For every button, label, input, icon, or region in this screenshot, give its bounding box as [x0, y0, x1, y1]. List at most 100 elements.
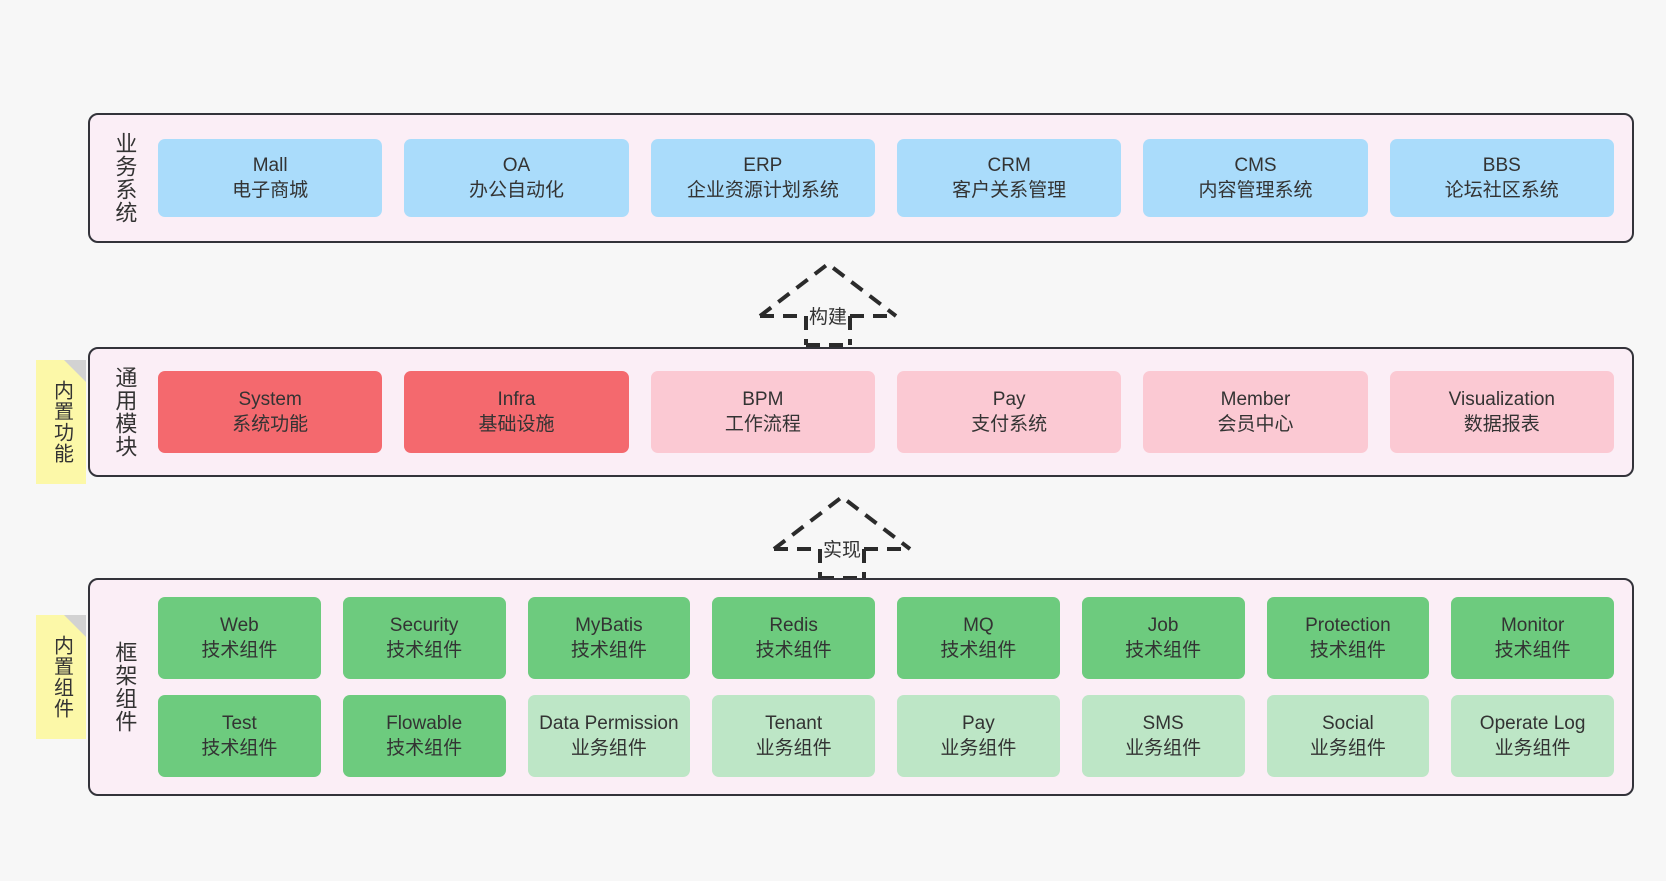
framework-card-web[interactable]: Web 技术组件: [158, 597, 321, 679]
card-title-cn: 技术组件: [1494, 640, 1571, 661]
layer-framework-components-title: 框架组件: [112, 641, 138, 733]
framework-card-job[interactable]: Job 技术组件: [1081, 597, 1245, 679]
card-title-cn: 内容管理系统: [1198, 180, 1313, 201]
card-title-en: OA: [502, 154, 531, 176]
card-title-en: Operate Log: [1479, 712, 1586, 734]
module-card-bpm[interactable]: BPM 工作流程: [650, 371, 875, 453]
framework-card-flowable[interactable]: Flowable 技术组件: [342, 695, 506, 777]
framework-card-sms[interactable]: SMS 业务组件: [1081, 695, 1245, 777]
card-title-cn: 客户关系管理: [952, 180, 1067, 201]
framework-card-pay[interactable]: Pay 业务组件: [897, 695, 1060, 777]
common-modules-row: System 系统功能 Infra 基础设施 BPM 工作流程 Pay 支付系统…: [158, 371, 1614, 453]
layer-common-modules-title: 通用模块: [112, 366, 138, 458]
card-title-en: Member: [1220, 388, 1291, 410]
card-title-cn: 企业资源计划系统: [686, 180, 839, 201]
business-card-erp[interactable]: ERP 企业资源计划系统: [650, 139, 875, 217]
arrow-build: 构建: [756, 260, 900, 347]
arrow-build-glyph: [758, 261, 898, 347]
business-card-bbs[interactable]: BBS 论坛社区系统: [1389, 139, 1614, 217]
card-title-cn: 工作流程: [724, 414, 801, 435]
card-title-cn: 业务组件: [1309, 738, 1386, 759]
card-title-cn: 技术组件: [1125, 640, 1202, 661]
card-title-en: Redis: [769, 614, 818, 636]
card-title-en: MQ: [963, 614, 994, 636]
framework-row-technical: Web 技术组件 Security 技术组件 MyBatis 技术组件 Redi…: [158, 597, 1614, 679]
card-title-cn: 技术组件: [386, 738, 463, 759]
card-title-en: Visualization: [1448, 388, 1555, 410]
card-title-cn: 支付系统: [971, 414, 1048, 435]
card-title-cn: 基础设施: [478, 414, 555, 435]
card-title-cn: 技术组件: [201, 738, 278, 759]
card-title-cn: 数据报表: [1463, 414, 1540, 435]
card-title-cn: 系统功能: [232, 414, 309, 435]
framework-card-monitor[interactable]: Monitor 技术组件: [1451, 597, 1614, 679]
framework-card-security[interactable]: Security 技术组件: [342, 597, 506, 679]
card-title-en: SMS: [1142, 712, 1184, 734]
module-card-visualization[interactable]: Visualization 数据报表: [1389, 371, 1614, 453]
arrow-implement-glyph: [772, 494, 912, 580]
framework-card-test[interactable]: Test 技术组件: [158, 695, 321, 777]
business-card-mall[interactable]: Mall 电子商城: [158, 139, 383, 217]
sticky-note-label: 内置功能: [50, 380, 73, 464]
layer-common-modules: 通用模块 System 系统功能 Infra 基础设施 BPM 工作流程 Pay…: [88, 347, 1634, 477]
card-title-cn: 业务组件: [1494, 738, 1571, 759]
framework-card-social[interactable]: Social 业务组件: [1266, 695, 1430, 777]
framework-card-operate-log[interactable]: Operate Log 业务组件: [1451, 695, 1614, 777]
card-title-en: CRM: [987, 154, 1031, 176]
business-card-crm[interactable]: CRM 客户关系管理: [896, 139, 1122, 217]
card-title-en: Protection: [1305, 614, 1391, 636]
framework-card-mq[interactable]: MQ 技术组件: [897, 597, 1060, 679]
card-title-cn: 业务组件: [570, 738, 647, 759]
sticky-note-label: 内置组件: [50, 635, 73, 719]
card-title-cn: 办公自动化: [468, 180, 564, 201]
card-title-en: Pay: [962, 712, 995, 734]
card-title-cn: 业务组件: [940, 738, 1017, 759]
layer-framework-components: 框架组件 Web 技术组件 Security 技术组件 MyBatis 技术组件…: [88, 578, 1634, 796]
module-card-member[interactable]: Member 会员中心: [1143, 371, 1368, 453]
sticky-note-builtin-components: 内置组件: [36, 615, 86, 739]
card-title-en: Tenant: [765, 712, 823, 734]
card-title-en: Pay: [992, 388, 1026, 410]
card-title-en: Web: [220, 614, 259, 636]
module-card-pay[interactable]: Pay 支付系统: [896, 371, 1122, 453]
card-title-en: Monitor: [1500, 614, 1565, 636]
framework-card-data-permission[interactable]: Data Permission 业务组件: [527, 695, 691, 777]
card-title-cn: 技术组件: [570, 640, 647, 661]
card-title-en: Job: [1147, 614, 1179, 636]
business-card-cms[interactable]: CMS 内容管理系统: [1143, 139, 1368, 217]
framework-card-mybatis[interactable]: MyBatis 技术组件: [527, 597, 691, 679]
card-title-cn: 业务组件: [755, 738, 832, 759]
card-title-en: System: [238, 388, 302, 410]
framework-row-business: Test 技术组件 Flowable 技术组件 Data Permission …: [158, 695, 1614, 777]
business-card-oa[interactable]: OA 办公自动化: [404, 139, 629, 217]
card-title-en: CMS: [1234, 154, 1277, 176]
card-title-cn: 技术组件: [755, 640, 832, 661]
card-title-cn: 技术组件: [1309, 640, 1386, 661]
card-title-cn: 论坛社区系统: [1444, 180, 1559, 201]
card-title-cn: 电子商城: [232, 180, 309, 201]
framework-card-tenant[interactable]: Tenant 业务组件: [712, 695, 875, 777]
framework-card-redis[interactable]: Redis 技术组件: [712, 597, 875, 679]
sticky-note-builtin-functions: 内置功能: [36, 360, 86, 484]
arrow-implement: 实现: [770, 493, 914, 580]
layer-business-systems: 业务系统 Mall 电子商城 OA 办公自动化 ERP 企业资源计划系统 CRM…: [88, 113, 1634, 243]
framework-card-protection[interactable]: Protection 技术组件: [1266, 597, 1430, 679]
card-title-en: BPM: [742, 388, 784, 410]
card-title-cn: 技术组件: [940, 640, 1017, 661]
layer-business-systems-body: Mall 电子商城 OA 办公自动化 ERP 企业资源计划系统 CRM 客户关系…: [144, 115, 1632, 241]
card-title-en: Test: [221, 712, 257, 734]
module-card-infra[interactable]: Infra 基础设施: [404, 371, 629, 453]
card-title-en: Social: [1322, 712, 1374, 734]
card-title-en: ERP: [743, 154, 783, 176]
card-title-en: Infra: [497, 388, 536, 410]
module-card-system[interactable]: System 系统功能: [158, 371, 383, 453]
card-title-en: Mall: [252, 154, 288, 176]
card-title-cn: 业务组件: [1125, 738, 1202, 759]
layer-common-modules-body: System 系统功能 Infra 基础设施 BPM 工作流程 Pay 支付系统…: [144, 349, 1632, 475]
layer-framework-components-body: Web 技术组件 Security 技术组件 MyBatis 技术组件 Redi…: [144, 580, 1632, 794]
card-title-en: BBS: [1482, 154, 1521, 176]
layer-business-systems-title: 业务系统: [112, 132, 138, 224]
card-title-cn: 技术组件: [201, 640, 278, 661]
card-title-en: MyBatis: [575, 614, 643, 636]
card-title-cn: 会员中心: [1217, 414, 1294, 435]
